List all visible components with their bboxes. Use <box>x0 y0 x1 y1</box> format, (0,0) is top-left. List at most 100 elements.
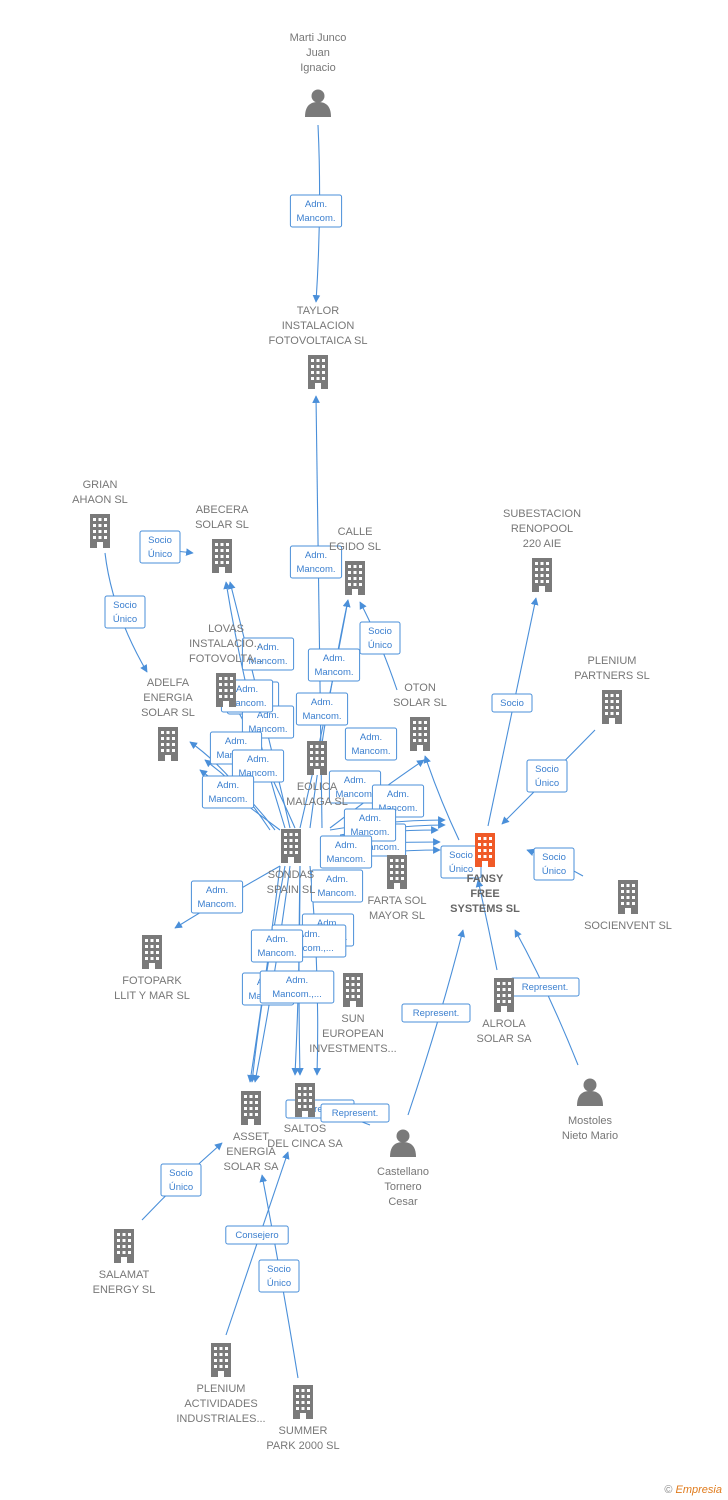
relation-label-text: Mancom. <box>227 698 266 709</box>
node-plenium_act[interactable]: PLENIUMACTIVIDADESINDUSTRIALES... <box>176 1343 266 1425</box>
node-socienvent[interactable]: SOCIENVENT SL <box>584 880 672 932</box>
building-icon <box>281 829 301 863</box>
node-grian[interactable]: GRIAN AHAON SL <box>72 479 128 548</box>
building-icon <box>295 1083 315 1117</box>
relation-label-text: Adm. <box>387 789 409 800</box>
building-icon <box>114 1229 134 1263</box>
node-label: SOLAR SL <box>141 707 195 719</box>
node-label: PLENIUM <box>197 1383 246 1395</box>
building-icon <box>293 1385 313 1419</box>
relation-label[interactable]: Adm.Mancom.,... <box>259 970 335 1004</box>
relation-label[interactable]: Adm.Mancom. <box>343 808 397 842</box>
relation-label-text: Adm. <box>225 736 247 747</box>
relation-label[interactable]: Represent. <box>320 1103 390 1123</box>
relation-label[interactable]: Adm.Mancom. <box>328 770 382 804</box>
relation-label-text: Represent. <box>297 1104 343 1115</box>
relation-label[interactable]: Adm.Mancom. <box>231 749 285 783</box>
relation-label[interactable]: Adm.Mancom. <box>307 648 361 682</box>
relation-label-text: Adm. <box>359 813 381 824</box>
node-label: GRIAN <box>83 479 118 491</box>
building-icon <box>475 833 495 867</box>
relation-label[interactable]: Adm.Mancom. <box>289 194 343 228</box>
relation-label-box <box>190 880 244 914</box>
node-label: Castellano <box>377 1166 429 1178</box>
relation-label[interactable]: Adm.Mancom. <box>310 869 364 903</box>
relation-label-text: Único <box>113 614 137 625</box>
relation-label[interactable]: Adm.Mancom. <box>241 637 295 671</box>
relation-label[interactable]: Represent. <box>510 977 580 997</box>
relation-label-box <box>139 530 181 564</box>
relation-label[interactable]: Adm.Mancom. <box>201 775 255 809</box>
relation-label-text: Único <box>267 1278 291 1289</box>
relation-label[interactable]: Adm.Mancom. <box>190 880 244 914</box>
relation-label-text: Adm. <box>360 732 382 743</box>
person-icon <box>577 1078 603 1106</box>
node-label: Ignacio <box>300 62 335 74</box>
node-label: SPAIN SL <box>267 884 316 896</box>
relation-label-text: Mancom. <box>335 789 374 800</box>
relation-label-text: Socio <box>535 764 559 775</box>
relation-label-box <box>401 1003 471 1023</box>
relation-label-text: Adm. <box>335 840 357 851</box>
relation-label[interactable]: Consejero <box>225 1225 289 1245</box>
node-label: Cesar <box>388 1196 418 1208</box>
node-label: AHAON SL <box>72 494 128 506</box>
node-saltos[interactable]: SALTOS DEL CINCA SA <box>267 1083 343 1150</box>
brand-logo-text[interactable]: Empresia <box>675 1484 722 1496</box>
relation-label[interactable]: Represent. <box>401 1003 471 1023</box>
node-label: Marti Junco <box>290 32 347 44</box>
relation-label-text: Represent. <box>413 1008 459 1019</box>
node-sun[interactable]: SUNEUROPEANINVESTMENTS... <box>309 973 397 1055</box>
relation-label-text: Socio <box>169 1168 193 1179</box>
node-sondas[interactable]: SONDAS SPAIN SL <box>267 829 316 896</box>
relation-label-text: Adm. <box>317 918 339 929</box>
node-label: ENERGIA <box>226 1146 276 1158</box>
relation-label[interactable]: Adm.Mancom. <box>295 692 349 726</box>
node-lovas[interactable]: LOVASINSTALACIO...FOTOVOLTA... <box>189 623 263 707</box>
relation-label-text: Socio <box>148 535 172 546</box>
relation-label-text: Adm. <box>326 874 348 885</box>
relation-label[interactable]: Adm.Mancom. <box>319 835 373 869</box>
node-label: SYSTEMS SL <box>450 903 520 915</box>
relation-label[interactable]: Adm.Mancom. <box>250 929 304 963</box>
node-label: SONDAS <box>268 869 314 881</box>
relation-label[interactable]: Adm.Mancom. <box>344 727 398 761</box>
node-label: EUROPEAN <box>322 1028 384 1040</box>
relation-label-box <box>526 759 568 793</box>
node-label: DEL CINCA SA <box>267 1138 343 1150</box>
relation-label[interactable]: Adm.Mancom. <box>241 705 295 739</box>
node-label: SALTOS <box>284 1123 326 1135</box>
relation-label[interactable]: Socio <box>491 693 533 713</box>
person-icon <box>305 89 331 117</box>
relation-label-text: Adm. <box>217 780 239 791</box>
relation-label-text: Socio <box>368 626 392 637</box>
relation-label[interactable]: Adm.Mancom. <box>289 545 343 579</box>
